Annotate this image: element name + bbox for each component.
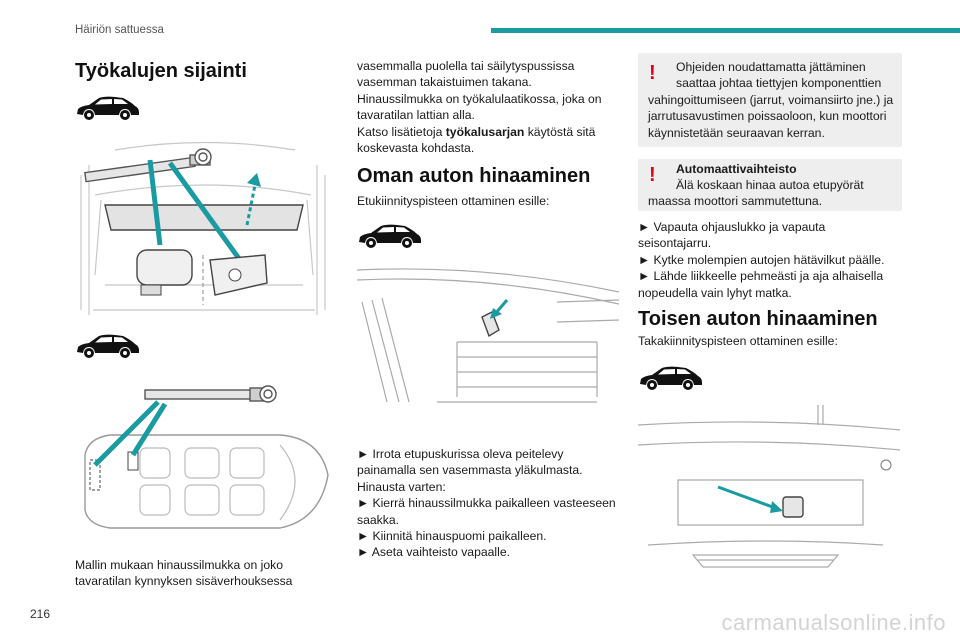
page-number: 216	[30, 607, 51, 621]
warning-text-line: maassa moottori sammutettuna.	[648, 194, 823, 208]
top-view-car-illustration	[84, 385, 329, 529]
own-car-towing-title: Oman auton hinaaminen	[357, 165, 591, 187]
car-silhouette-icon	[77, 334, 139, 358]
header-accent-bar	[491, 28, 960, 33]
exclamation-icon: !	[649, 164, 656, 186]
warning-text-line: Ohjeiden noudattamatta jättäminen	[676, 60, 866, 74]
rear-point-subtitle: Takakiinnityspisteen ottaminen esille:	[638, 334, 838, 348]
watermark: carmanualsonline.info	[721, 610, 946, 635]
warning-text-line: saattaa johtaa tiettyjen komponenttien	[676, 76, 882, 90]
car-silhouette-icon	[77, 96, 139, 120]
car-silhouette-icon	[640, 366, 702, 390]
towing-steps: ► Vapauta ohjauslukko ja vapauta seisont…	[638, 220, 885, 300]
tow-eye-location-text: vasemmalla puolella tai säilytyspussissa…	[357, 59, 602, 156]
warning-box-components: ! Ohjeiden noudattamatta jättäminen saat…	[638, 53, 902, 147]
warning-text-line: käynnistetään seuraavan kerran.	[648, 126, 825, 140]
warning-text-line: Älä koskaan hinaa autoa etupyörät	[676, 178, 864, 192]
exclamation-icon: !	[649, 62, 656, 84]
tool-location-title: Työkalujen sijainti	[75, 60, 247, 82]
trunk-tool-location-illustration	[80, 141, 326, 315]
front-point-subtitle: Etukiinnityspisteen ottaminen esille:	[357, 194, 550, 208]
rear-bumper-illustration	[638, 405, 900, 568]
warning-title: Automaattivaihteisto	[676, 162, 797, 176]
toolkit-reference: työkalusarjan	[445, 124, 525, 139]
tow-eye-location-caption: Mallin mukaan hinaussilmukka on joko tav…	[75, 558, 293, 589]
front-towing-steps: ► Irrota etupuskurissa oleva peitelevy p…	[357, 447, 616, 560]
car-silhouette-icon	[359, 224, 421, 248]
section-title: Häiriön sattuessa	[75, 24, 164, 36]
warning-text-line: vahingoittumiseen (jarrut, voimansiirto …	[648, 93, 894, 107]
front-bumper-illustration	[357, 268, 619, 403]
other-car-towing-title: Toisen auton hinaaminen	[638, 308, 878, 330]
warning-text-line: jarrutusavustimen poissaoloon, kun moott…	[648, 109, 887, 123]
warning-box-automatic: ! Automaattivaihteisto Älä koskaan hinaa…	[638, 159, 902, 211]
